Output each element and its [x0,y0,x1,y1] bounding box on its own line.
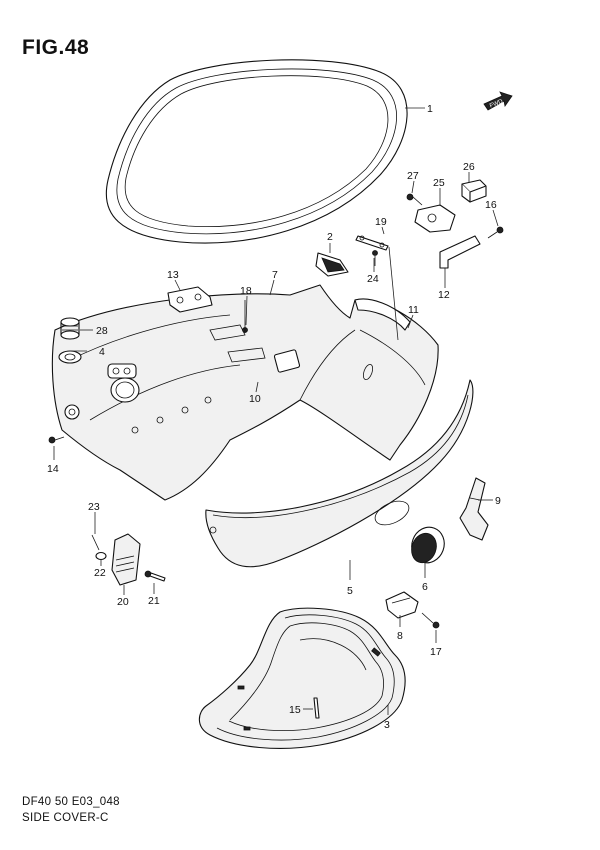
part-seal-ring [105,59,408,244]
fwd-direction-badge: FWD [483,91,513,111]
part-bolt-27 [406,193,423,206]
callout-10: 10 [249,393,261,405]
part-clip [461,179,487,203]
callout-5: 5 [347,585,353,597]
part-plug-cap [411,526,445,564]
part-screw-18 [242,300,248,333]
part-grommet [60,317,80,340]
part-latch-bracket [414,204,456,233]
callout-19: 19 [375,216,387,228]
callout-2: 2 [327,231,333,243]
fwd-label: FWD [489,99,505,110]
callout-18: 18 [240,285,252,297]
callout-labels: 1 2 3 4 5 6 7 8 9 10 11 12 13 14 15 16 1… [47,103,501,731]
callout-8: 8 [397,630,403,642]
callout-25: 25 [433,177,445,189]
callout-13: 13 [167,269,179,281]
part-pad [273,349,301,373]
diagram-name: SIDE COVER-C [22,812,109,824]
part-handle [459,477,489,541]
leader-lines [53,107,499,715]
callout-22: 22 [94,567,106,579]
part-bracket-12 [439,235,481,269]
part-side-cover-frame [51,284,439,501]
part-side-cover-lower [205,379,474,568]
diagram-code: DF40 50 E03_048 [22,796,120,808]
callout-7: 7 [272,269,278,281]
callout-14: 14 [47,463,59,475]
callout-4: 4 [99,346,105,358]
callout-20: 20 [117,596,129,608]
part-pin-15 [313,697,320,719]
figure-title: FIG.48 [22,36,90,59]
part-bottom-pan [198,607,406,749]
part-rear-bracket [354,298,411,331]
part-bolt-21 [144,570,166,582]
callout-23: 23 [88,501,100,513]
part-washer-22 [95,551,107,561]
part-washer [58,350,82,364]
callout-24: 24 [367,273,379,285]
callout-27: 27 [407,170,419,182]
part-latch [315,252,349,277]
callout-9: 9 [495,495,501,507]
callout-28: 28 [96,325,108,337]
callout-1: 1 [427,103,433,115]
part-lever [111,533,141,586]
part-clamp [385,591,419,619]
callout-6: 6 [422,581,428,593]
callout-26: 26 [463,161,475,173]
callout-15: 15 [289,704,301,716]
callout-17: 17 [430,646,442,658]
part-bolt-16 [487,226,504,239]
part-rod [355,235,389,251]
part-pin-23 [91,534,100,551]
part-screw-24 [372,250,378,266]
part-small-bracket [167,286,213,313]
callout-3: 3 [384,719,390,731]
callout-12: 12 [438,289,450,301]
part-bolt-17 [421,612,440,629]
part-bolt-14 [48,436,65,444]
callout-21: 21 [148,595,160,607]
callout-16: 16 [485,199,497,211]
callout-11: 11 [408,304,419,316]
